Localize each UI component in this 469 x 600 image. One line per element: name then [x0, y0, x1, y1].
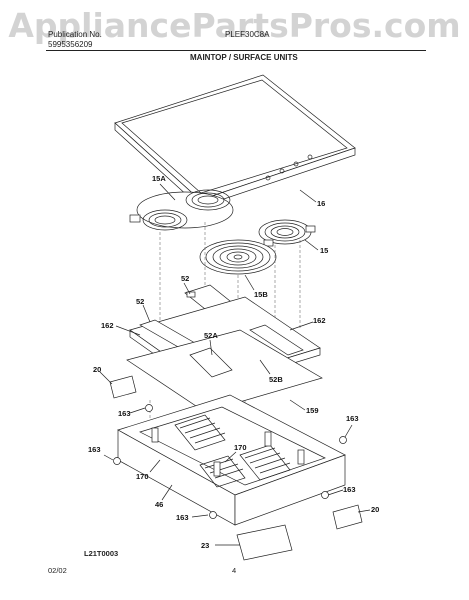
side-bracket-right	[332, 504, 363, 530]
figure-code: L21T0003	[84, 549, 119, 558]
callout-163-far-left: 163	[88, 445, 101, 454]
page-number: 4	[232, 566, 237, 575]
callout-15b: 15B	[254, 290, 268, 299]
watermark: AppliancePartsPros.com	[8, 6, 461, 45]
publication-label: Publication No.	[48, 30, 102, 39]
callout-170-left: 170	[136, 472, 149, 481]
callout-15a: 15A	[152, 174, 166, 183]
leader-lines	[99, 183, 371, 546]
callout-52a: 52A	[204, 331, 218, 340]
surface-element-15	[258, 219, 316, 247]
callout-163-bottom: 163	[176, 513, 189, 522]
publication-number: 5995356209	[48, 40, 93, 49]
callout-20-right: 20	[371, 505, 379, 514]
callout-163-bottom-right: 163	[343, 485, 356, 494]
revision-date: 02/02	[48, 566, 67, 575]
surface-element-15a	[129, 189, 234, 231]
callout-16: 16	[317, 199, 325, 208]
side-bracket-left	[109, 375, 137, 399]
callout-46: 46	[155, 500, 163, 509]
callout-52b: 52B	[269, 375, 283, 384]
callout-52-left: 52	[136, 297, 144, 306]
header-rule	[46, 50, 426, 51]
callout-163-right: 163	[346, 414, 359, 423]
callout-162-left: 162	[101, 321, 114, 330]
callout-162-right: 162	[313, 316, 326, 325]
surface-element-15b	[199, 239, 277, 275]
callout-52-top: 52	[181, 274, 189, 283]
burner-box	[117, 394, 346, 526]
callout-15: 15	[320, 246, 328, 255]
callout-163-left: 163	[118, 409, 131, 418]
control-knob-holes	[265, 154, 313, 181]
section-title: MAINTOP / SURFACE UNITS	[190, 53, 298, 62]
callout-170-mid: 170	[234, 443, 247, 452]
maintop-glass	[114, 74, 356, 208]
bottom-bracket	[236, 524, 293, 561]
model-number: PLEF30C8A	[225, 30, 270, 39]
heat-shield	[126, 329, 323, 413]
screws	[113, 404, 347, 519]
callout-20-left: 20	[93, 365, 101, 374]
callout-159: 159	[306, 406, 319, 415]
callout-23: 23	[201, 541, 209, 550]
